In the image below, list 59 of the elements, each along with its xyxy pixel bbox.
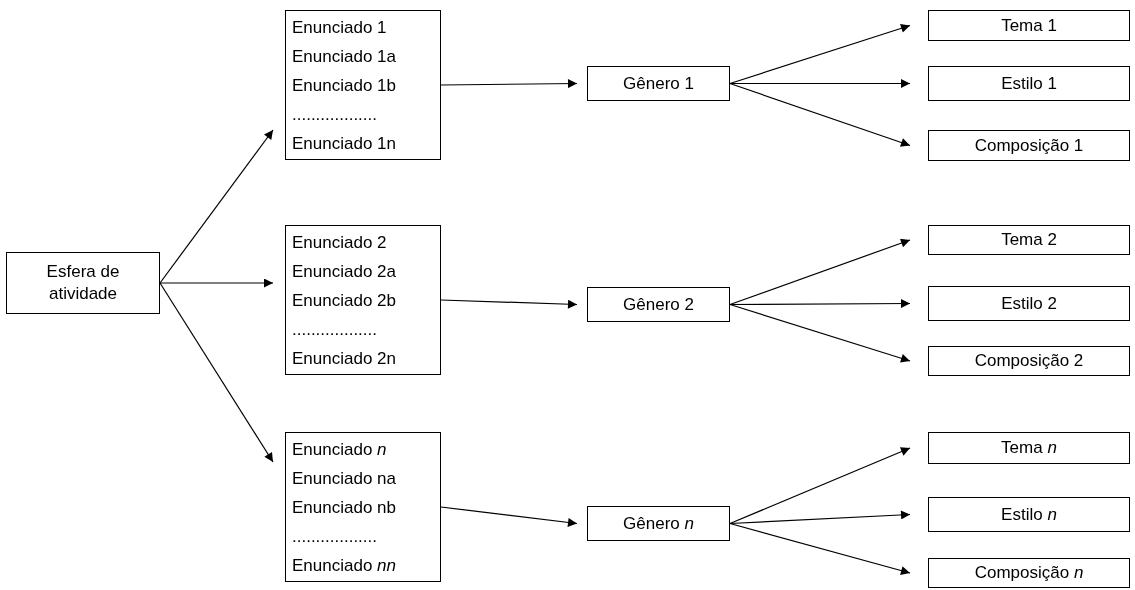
arrow (729, 238, 911, 306)
box-text: Enunciado n (292, 439, 388, 461)
process-box (928, 66, 1130, 101)
arrow (729, 299, 911, 309)
box-text: Gênero 1 (623, 72, 694, 95)
box-text: Enunciado 2b (292, 290, 397, 312)
box-text: Composição 1 (974, 134, 1084, 157)
box-text: Tema 1 (1001, 14, 1057, 37)
process-box (6, 252, 160, 314)
box-text: Gênero n (623, 512, 694, 535)
box-text: .................. (292, 104, 379, 126)
arrow (159, 278, 274, 288)
box-text: Enunciado 2n (292, 348, 397, 370)
arrow (729, 82, 911, 147)
utterance-list-box (285, 432, 441, 582)
box-text: Enunciado 1b (292, 75, 397, 97)
process-box (587, 66, 730, 101)
process-box (928, 497, 1130, 532)
box-text: Enunciado 2a (292, 261, 397, 283)
process-box (928, 346, 1130, 376)
box-text: Enunciado 1 (292, 17, 388, 39)
box-text: Esfera de atividade (45, 261, 121, 305)
process-box (928, 558, 1130, 588)
box-text: Tema n (1001, 437, 1057, 459)
box-text: Composição 2 (974, 350, 1084, 372)
arrow (440, 299, 578, 309)
box-text: Gênero 2 (623, 293, 694, 316)
box-text: Enunciado nb (292, 497, 397, 519)
process-box (928, 10, 1130, 41)
process-box (928, 130, 1130, 161)
process-box (587, 287, 730, 322)
utterance-list-box (285, 225, 441, 375)
arrow (729, 24, 911, 85)
box-text: Composição n (974, 562, 1084, 584)
process-box (928, 225, 1130, 255)
utterance-list-box (285, 10, 441, 160)
arrow (440, 506, 578, 527)
box-text: Enunciado 1a (292, 46, 397, 68)
arrow (729, 510, 911, 525)
box-text: Estilo 1 (1001, 72, 1057, 95)
box-text: Tema 2 (1001, 229, 1057, 251)
box-text: Estilo n (1001, 503, 1057, 526)
process-box (928, 286, 1130, 321)
process-box (587, 506, 730, 541)
arrow (440, 79, 578, 89)
box-text: Estilo 2 (1001, 292, 1057, 315)
box-text: .................. (292, 526, 379, 548)
process-box (928, 432, 1130, 464)
box-text: Enunciado 2 (292, 232, 388, 254)
box-text: .................. (292, 319, 379, 341)
box-text: Enunciado nn (292, 555, 397, 577)
arrow (729, 447, 911, 525)
arrow (159, 129, 274, 284)
arrow (729, 79, 911, 88)
arrow (729, 303, 911, 363)
arrow (729, 522, 911, 575)
box-text: Enunciado na (292, 468, 397, 490)
arrow (159, 282, 274, 463)
box-text: Enunciado 1n (292, 133, 397, 155)
